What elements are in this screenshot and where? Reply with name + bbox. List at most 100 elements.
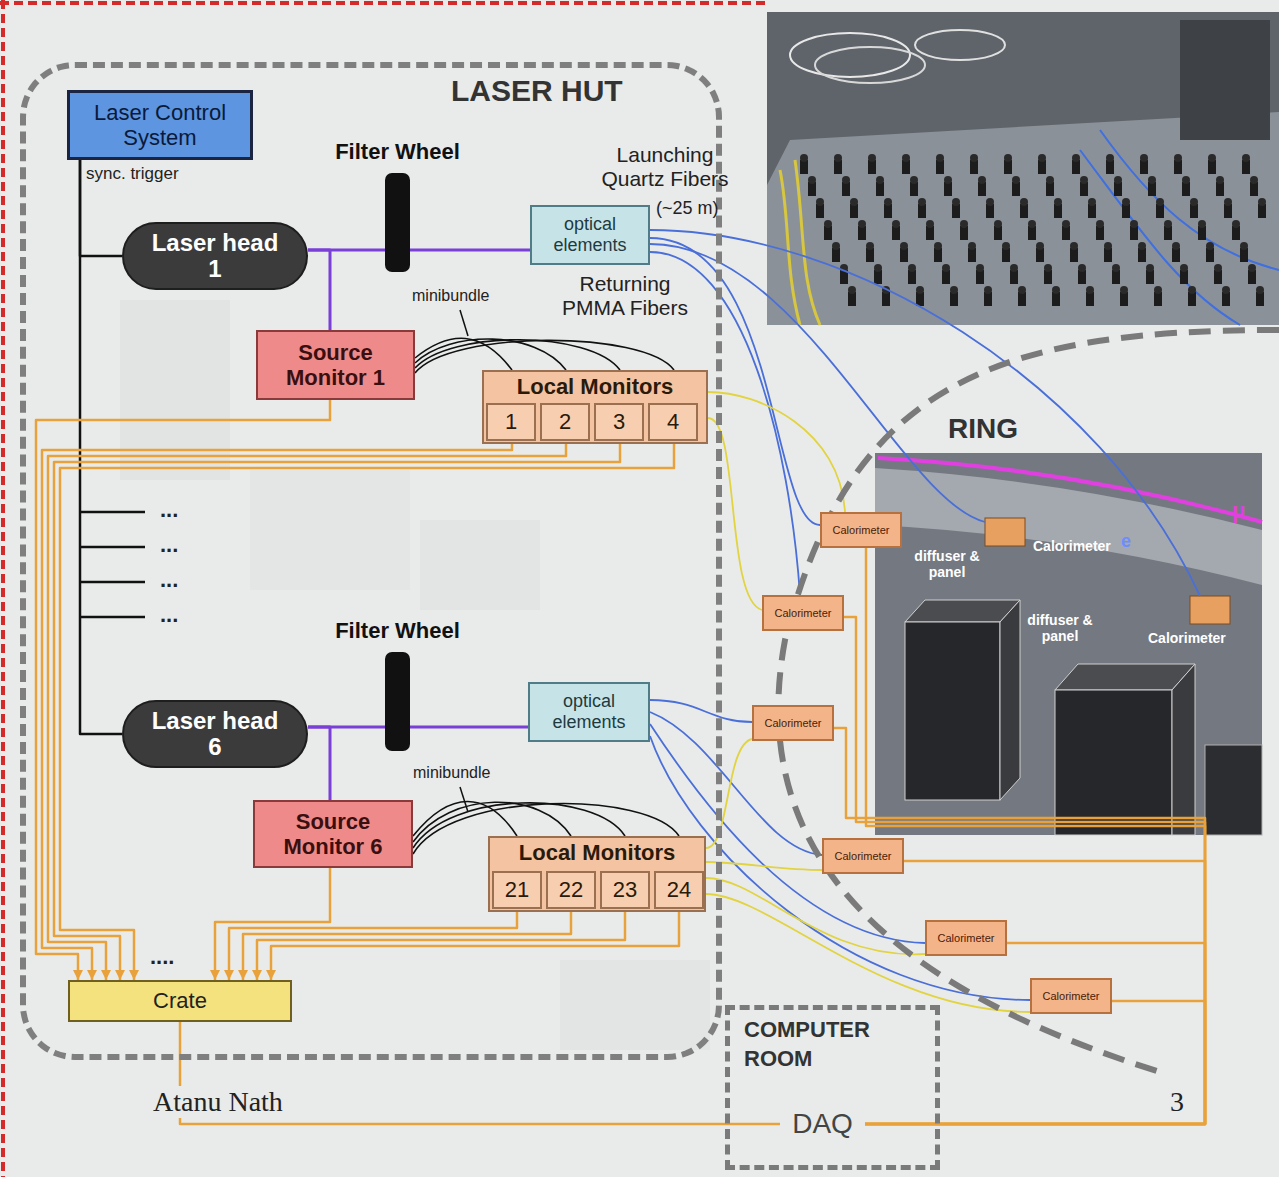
- optical-mount: [1072, 160, 1080, 174]
- optical-mount: [808, 176, 816, 184]
- connector: [650, 736, 1030, 1000]
- node-text: Filter Wheel: [298, 618, 498, 644]
- optical-mount: [1046, 176, 1054, 184]
- photo-fiber: [1080, 150, 1240, 325]
- optical-mount: [832, 248, 840, 262]
- optical-mount: [824, 220, 832, 228]
- optical-mount: [1256, 292, 1264, 306]
- optical-mount: [1216, 182, 1224, 196]
- trigger-branch: [80, 616, 145, 619]
- optical-mount: [1054, 204, 1062, 218]
- optical-mount: [824, 226, 832, 240]
- calorimeter-block: [1190, 596, 1230, 624]
- optical-mount: [1242, 154, 1250, 162]
- region-boundary: LASER HUT Laser Control SystemFilter Whee…: [20, 62, 722, 1060]
- optical-mount: [1148, 182, 1156, 196]
- node-text: Calorimeter: [833, 524, 890, 536]
- annotation-label: Launching Quartz Fibers: [590, 143, 740, 191]
- node-text: optical elements: [539, 691, 639, 732]
- optical-mount: [816, 204, 824, 218]
- calorimeter-box: Calorimeter: [822, 838, 904, 874]
- connector: [706, 862, 822, 870]
- optical-mount: [1038, 154, 1046, 162]
- connector: [706, 894, 1030, 1012]
- connector: [36, 400, 330, 980]
- optical-mount: [1198, 226, 1206, 240]
- laser-head: Laser head 6: [122, 700, 308, 768]
- trigger-branch: [80, 581, 145, 584]
- laser-head: Laser head 1: [122, 222, 308, 290]
- optical-mount: [868, 154, 876, 162]
- annotation-label: ...: [160, 497, 178, 522]
- optical-mount: [1258, 204, 1266, 218]
- cable-loop: [790, 33, 910, 77]
- optical-mount: [1222, 292, 1230, 306]
- optical-mount: [1174, 154, 1182, 162]
- muon-orbit: [878, 458, 1262, 522]
- optical-mount: [1206, 242, 1214, 250]
- optical-mount: [1224, 204, 1232, 218]
- optical-mount: [808, 182, 816, 196]
- annotation-label: Calorimeter: [1148, 630, 1226, 646]
- optical-mount: [1214, 264, 1222, 272]
- optical-mount: [1054, 198, 1062, 206]
- optical-mount: [986, 198, 994, 206]
- optical-mount: [1138, 248, 1146, 262]
- optical-mount: [908, 270, 916, 284]
- rack-top: [1055, 664, 1195, 690]
- annotation-label: ...: [160, 567, 178, 592]
- optical-mount: [1096, 220, 1104, 228]
- annotation-label: diffuser & panel: [902, 548, 992, 580]
- optical-mount: [800, 154, 808, 162]
- photo-ground: [875, 453, 1262, 835]
- optical-mount: [968, 242, 976, 250]
- optical-mount: [1232, 226, 1240, 240]
- optical-mount: [970, 160, 978, 174]
- optical-mount: [1036, 248, 1044, 262]
- connector: [308, 250, 330, 330]
- optical-mount: [942, 270, 950, 284]
- optical-mount: [1174, 160, 1182, 174]
- optical-mount: [1154, 292, 1162, 306]
- optical-mount: [1208, 160, 1216, 174]
- connector: [706, 739, 752, 848]
- control-box: Laser Control System: [67, 90, 253, 160]
- monitor-group: Local Monitors1234: [482, 370, 708, 444]
- table-surface: [767, 112, 1279, 325]
- calorimeter-box: Calorimeter: [820, 512, 902, 548]
- optical-mount: [1070, 242, 1078, 250]
- optical-mount: [1020, 198, 1028, 206]
- optical-mount: [984, 292, 992, 306]
- optical-mount: [1038, 160, 1046, 174]
- optical-mount: [910, 176, 918, 184]
- optical-mount: [892, 220, 900, 228]
- crate-box: Crate: [68, 980, 292, 1022]
- annotation-label: 3: [1170, 1086, 1184, 1118]
- node-text: Local Monitors: [484, 374, 706, 400]
- connector: [271, 909, 679, 980]
- optical-mount: [832, 242, 840, 250]
- quartz-fiber: [650, 230, 1200, 596]
- node-text: LASER HUT: [451, 74, 716, 108]
- faded-photo-shape: [420, 520, 540, 610]
- trigger-branch: [80, 546, 145, 549]
- optical-mount: [1182, 182, 1190, 196]
- optical-mount: [1028, 220, 1036, 228]
- annotation-label: minibundle: [412, 287, 489, 305]
- rack: [1205, 745, 1262, 835]
- monitor-channel: 24: [654, 871, 704, 909]
- node-text: Calorimeter: [765, 717, 822, 729]
- optical-mount: [1088, 198, 1096, 206]
- optical-mount: [1138, 242, 1146, 250]
- optical-mount: [1172, 242, 1180, 250]
- annotation-label: sync. trigger: [86, 164, 179, 184]
- calorimeter-box: Calorimeter: [762, 595, 844, 631]
- optical-mount: [1062, 220, 1070, 228]
- optical-mount: [1190, 198, 1198, 206]
- optical-mount: [1250, 182, 1258, 196]
- optical-mount: [1112, 270, 1120, 284]
- optical-mount: [868, 160, 876, 174]
- daq-box: DAQ: [780, 1103, 865, 1145]
- page-border: [1, 0, 5, 1177]
